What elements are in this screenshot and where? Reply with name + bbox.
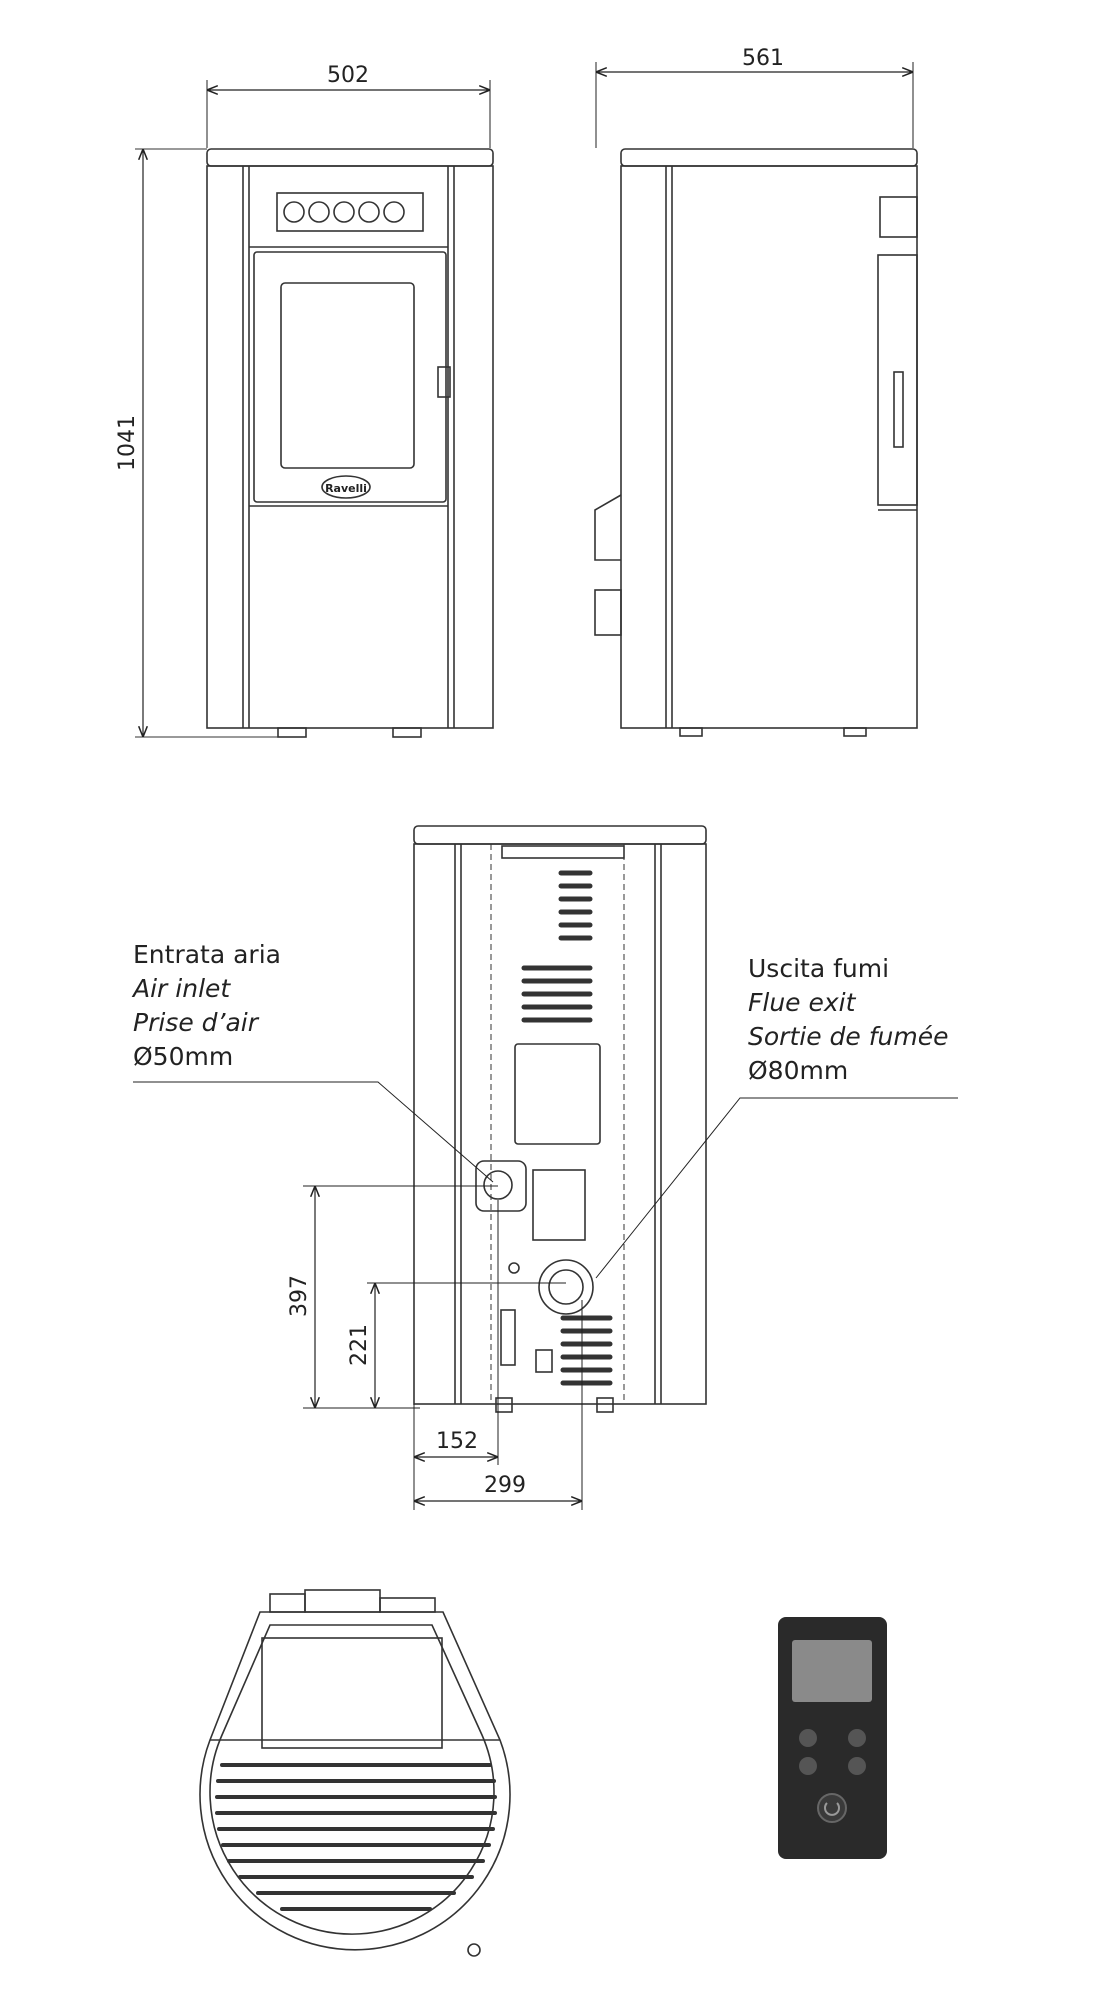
svg-text:Air inlet: Air inlet	[131, 974, 231, 1003]
dim-flue-offset: 299	[484, 1473, 526, 1498]
dim-height: 1041	[115, 415, 140, 471]
dim-air-inlet-offset: 152	[436, 1429, 478, 1454]
remote-screen	[792, 1640, 872, 1702]
flue-exit-label: Uscita fumi Flue exit Sortie de fumée Ø8…	[748, 954, 948, 1085]
brand-logo: Ravelli	[321, 475, 371, 499]
svg-text:Ø50mm: Ø50mm	[133, 1042, 233, 1071]
rear-louvers	[521, 870, 613, 1386]
air-inlet-leader	[133, 1081, 494, 1183]
front-view	[135, 148, 494, 738]
svg-text:Ø80mm: Ø80mm	[748, 1056, 848, 1085]
side-view	[594, 148, 918, 737]
brand-name: Ravelli	[325, 482, 367, 495]
svg-text:Uscita fumi: Uscita fumi	[748, 954, 889, 983]
remote-right-button	[848, 1729, 866, 1747]
remote-power-button	[817, 1793, 847, 1823]
svg-text:Entrata aria: Entrata aria	[133, 940, 281, 969]
power-icon	[824, 1802, 840, 1816]
air-inlet-label: Entrata aria Air inlet Prise d’air Ø50mm	[131, 940, 281, 1071]
top-grille	[215, 1763, 497, 1911]
remote-left-button	[848, 1757, 866, 1775]
dim-side-depth: 561	[742, 46, 784, 71]
svg-text:Flue exit: Flue exit	[748, 988, 857, 1017]
dim-front-width: 502	[327, 63, 369, 88]
dim-flue-height: 221	[347, 1324, 372, 1366]
top-view	[199, 1589, 511, 1957]
svg-text:Sortie de fumée: Sortie de fumée	[748, 1022, 948, 1051]
svg-text:Prise d’air: Prise d’air	[133, 1008, 260, 1037]
remote-up-button	[799, 1729, 817, 1747]
rear-view	[413, 825, 707, 1413]
dim-air-inlet-height: 397	[287, 1275, 312, 1317]
remote-down-button	[799, 1757, 817, 1775]
remote-control	[778, 1617, 887, 1859]
flue-exit-leader	[595, 1097, 958, 1279]
